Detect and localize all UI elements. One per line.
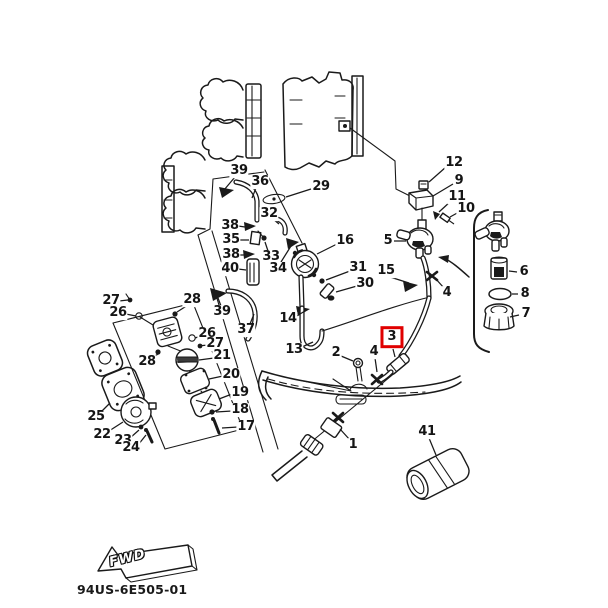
part-callout-12[interactable]: 12 [444, 155, 464, 171]
part-callout-26-upper[interactable]: 26 [108, 305, 128, 321]
part-callout-35[interactable]: 35 [221, 232, 241, 248]
part-callout-39-fitting[interactable]: 39 [212, 304, 232, 320]
part-callout-38-lower[interactable]: 38 [221, 247, 241, 263]
part-callout-36[interactable]: 36 [250, 174, 270, 190]
part-callout-22[interactable]: 22 [92, 427, 112, 443]
highlighted-part-callout-3[interactable]: 3 [380, 326, 404, 348]
part-callout-19[interactable]: 19 [230, 385, 250, 401]
part-callout-27-upper[interactable]: 27 [101, 293, 121, 309]
part-callout-9[interactable]: 9 [453, 173, 465, 189]
panel-lines [197, 127, 411, 453]
part-callout-2[interactable]: 2 [330, 345, 342, 361]
part-callout-34[interactable]: 34 [268, 261, 288, 277]
part-callout-38-upper[interactable]: 38 [220, 218, 240, 234]
part-callout-28-lower[interactable]: 28 [137, 354, 157, 370]
engine-block-drawing [161, 71, 364, 234]
fuel-cock-assembly [370, 180, 470, 386]
fwd-arrow [97, 544, 198, 583]
silencer-41 [406, 447, 470, 501]
part-callout-20[interactable]: 20 [221, 367, 241, 383]
drawing-code-text: 94US-6E505-01 [77, 582, 188, 597]
part-callout-33[interactable]: 33 [261, 249, 281, 265]
part-callout-17[interactable]: 17 [236, 419, 256, 435]
part-callout-30[interactable]: 30 [355, 276, 375, 292]
part-callout-25[interactable]: 25 [86, 409, 106, 425]
bottom-cowling [257, 357, 462, 482]
part-callout-14[interactable]: 14 [278, 311, 298, 327]
part-callout-29[interactable]: 29 [311, 179, 331, 195]
part-callout-31[interactable]: 31 [348, 260, 368, 276]
part-callout-28-upper[interactable]: 28 [182, 292, 202, 308]
part-callout-41[interactable]: 41 [417, 424, 437, 440]
part-callout-24[interactable]: 24 [121, 440, 141, 456]
part-callout-16[interactable]: 16 [335, 233, 355, 249]
part-callout-13[interactable]: 13 [284, 342, 304, 358]
fuel-pump-assembly [290, 242, 431, 351]
part-callout-32[interactable]: 32 [259, 206, 279, 222]
part-callout-4-upper[interactable]: 4 [441, 285, 453, 301]
part-callout-10[interactable]: 10 [456, 201, 476, 217]
part-callout-21[interactable]: 21 [212, 348, 232, 364]
part-callout-37[interactable]: 37 [236, 322, 256, 338]
part-callout-4-lower[interactable]: 4 [368, 344, 380, 360]
part-callout-18[interactable]: 18 [230, 402, 250, 418]
fuel-cock-spares-bracket [473, 209, 515, 353]
part-callout-27-lower[interactable]: 27 [205, 336, 225, 352]
part-callout-1[interactable]: 1 [347, 437, 359, 453]
part-callout-11[interactable]: 11 [447, 189, 467, 205]
part-callout-40[interactable]: 40 [220, 261, 240, 277]
part-callout-8[interactable]: 8 [519, 286, 531, 302]
part-callout-7[interactable]: 7 [520, 306, 532, 322]
part-callout-6[interactable]: 6 [518, 264, 530, 280]
part-callout-15[interactable]: 15 [376, 263, 396, 279]
part-callout-5[interactable]: 5 [382, 233, 394, 249]
part-callout-39-hose-clamp[interactable]: 39 [229, 163, 249, 179]
